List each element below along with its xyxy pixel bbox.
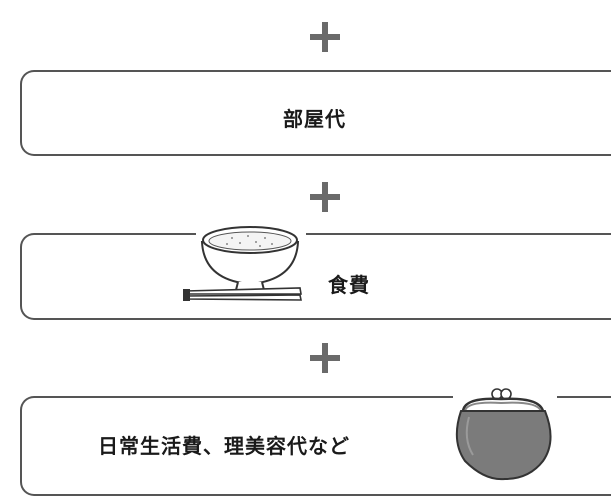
cost-label-food: 食費 bbox=[328, 273, 370, 297]
plus-sign-2 bbox=[310, 182, 340, 212]
cost-label-daily: 日常生活費、理美容代など bbox=[98, 434, 350, 458]
cost-label-room: 部屋代 bbox=[283, 107, 346, 131]
coin-purse-icon bbox=[453, 388, 557, 481]
plus-sign-3 bbox=[310, 343, 340, 373]
cost-box-food bbox=[20, 233, 611, 320]
cost-box-room bbox=[20, 70, 611, 156]
rice-bowl-chopsticks-icon bbox=[183, 218, 306, 301]
plus-sign-1 bbox=[310, 22, 340, 52]
